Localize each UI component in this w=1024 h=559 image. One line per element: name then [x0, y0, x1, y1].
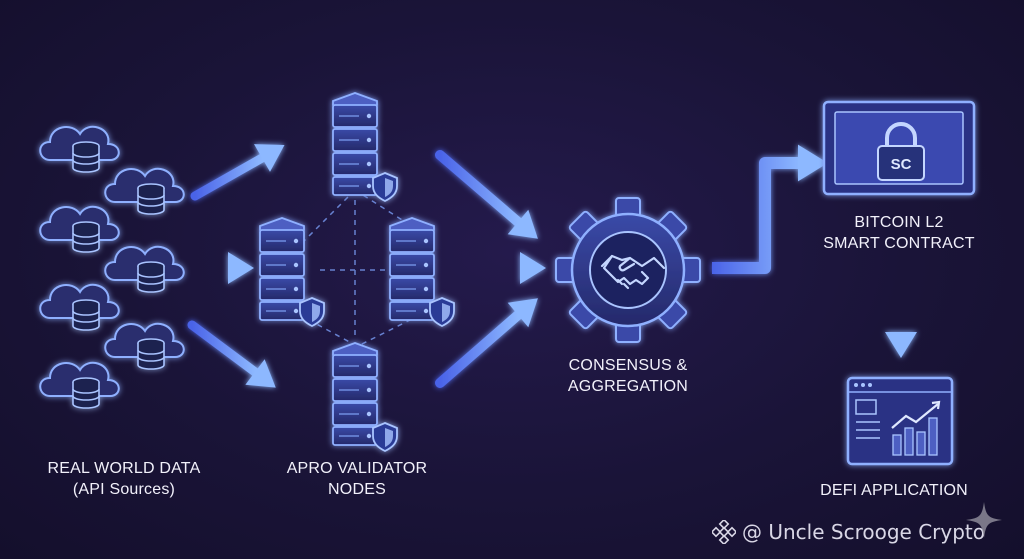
arrow-right — [187, 252, 254, 284]
server-rack-shield-icon — [332, 342, 398, 452]
padlock-screen-icon: SC — [822, 100, 976, 196]
consensus-label-line-1: CONSENSUS & — [568, 357, 688, 374]
contract-lock-text: SC — [891, 156, 912, 173]
arrow-up-right — [435, 286, 549, 388]
contract-label: BITCOIN L2 SMART CONTRACT — [823, 212, 975, 254]
cloud-database-icon — [39, 361, 120, 409]
cloud-database-icon — [39, 125, 120, 173]
defi-label-line-1: DEFI APPLICATION — [820, 482, 968, 499]
contract-label-line-2: SMART CONTRACT — [823, 235, 975, 252]
sources-label-line-1: REAL WORLD DATA — [47, 460, 201, 477]
watermark-text: @ Uncle Scrooge Crypto — [742, 520, 985, 544]
sources-label-line-2: (API Sources) — [72, 481, 176, 498]
sparkle-icon — [966, 502, 1002, 538]
arrow-down-right — [187, 320, 286, 401]
contract-label-line-1: BITCOIN L2 — [854, 214, 944, 231]
source-clouds — [39, 125, 185, 409]
validators-label-line-2: NODES — [328, 481, 386, 498]
cloud-database-icon — [39, 283, 120, 331]
validators-label: APRO VALIDATOR NODES — [287, 458, 428, 500]
validators-label-line-1: APRO VALIDATOR — [286, 460, 428, 477]
sources-label: REAL WORLD DATA (API Sources) — [48, 458, 201, 500]
arrow-right — [460, 252, 546, 284]
cloud-database-icon — [104, 245, 185, 293]
binance-logo-icon — [712, 520, 736, 544]
server-rack-shield-icon — [389, 217, 455, 327]
cloud-database-icon — [39, 205, 120, 253]
defi-label: DEFI APPLICATION — [820, 480, 968, 501]
validator-arrows — [435, 150, 549, 388]
source-arrows — [187, 131, 293, 401]
cloud-database-icon — [104, 167, 185, 215]
arrow-down-right — [435, 150, 549, 251]
server-rack-shield-icon — [259, 217, 325, 327]
arrow-up-right — [190, 131, 293, 201]
consensus-label-line-2: AGGREGATION — [567, 378, 689, 395]
watermark: @ Uncle Scrooge Crypto — [712, 520, 985, 544]
validator-nodes — [259, 92, 455, 452]
gear-handshake-icon — [555, 197, 701, 343]
arrow-down — [885, 266, 917, 358]
consensus-label: CONSENSUS & AGGREGATION — [568, 355, 688, 397]
dashboard-chart-icon — [846, 376, 954, 466]
cloud-database-icon — [104, 322, 185, 370]
arrow-elbow — [712, 144, 828, 274]
server-rack-shield-icon — [332, 92, 398, 202]
